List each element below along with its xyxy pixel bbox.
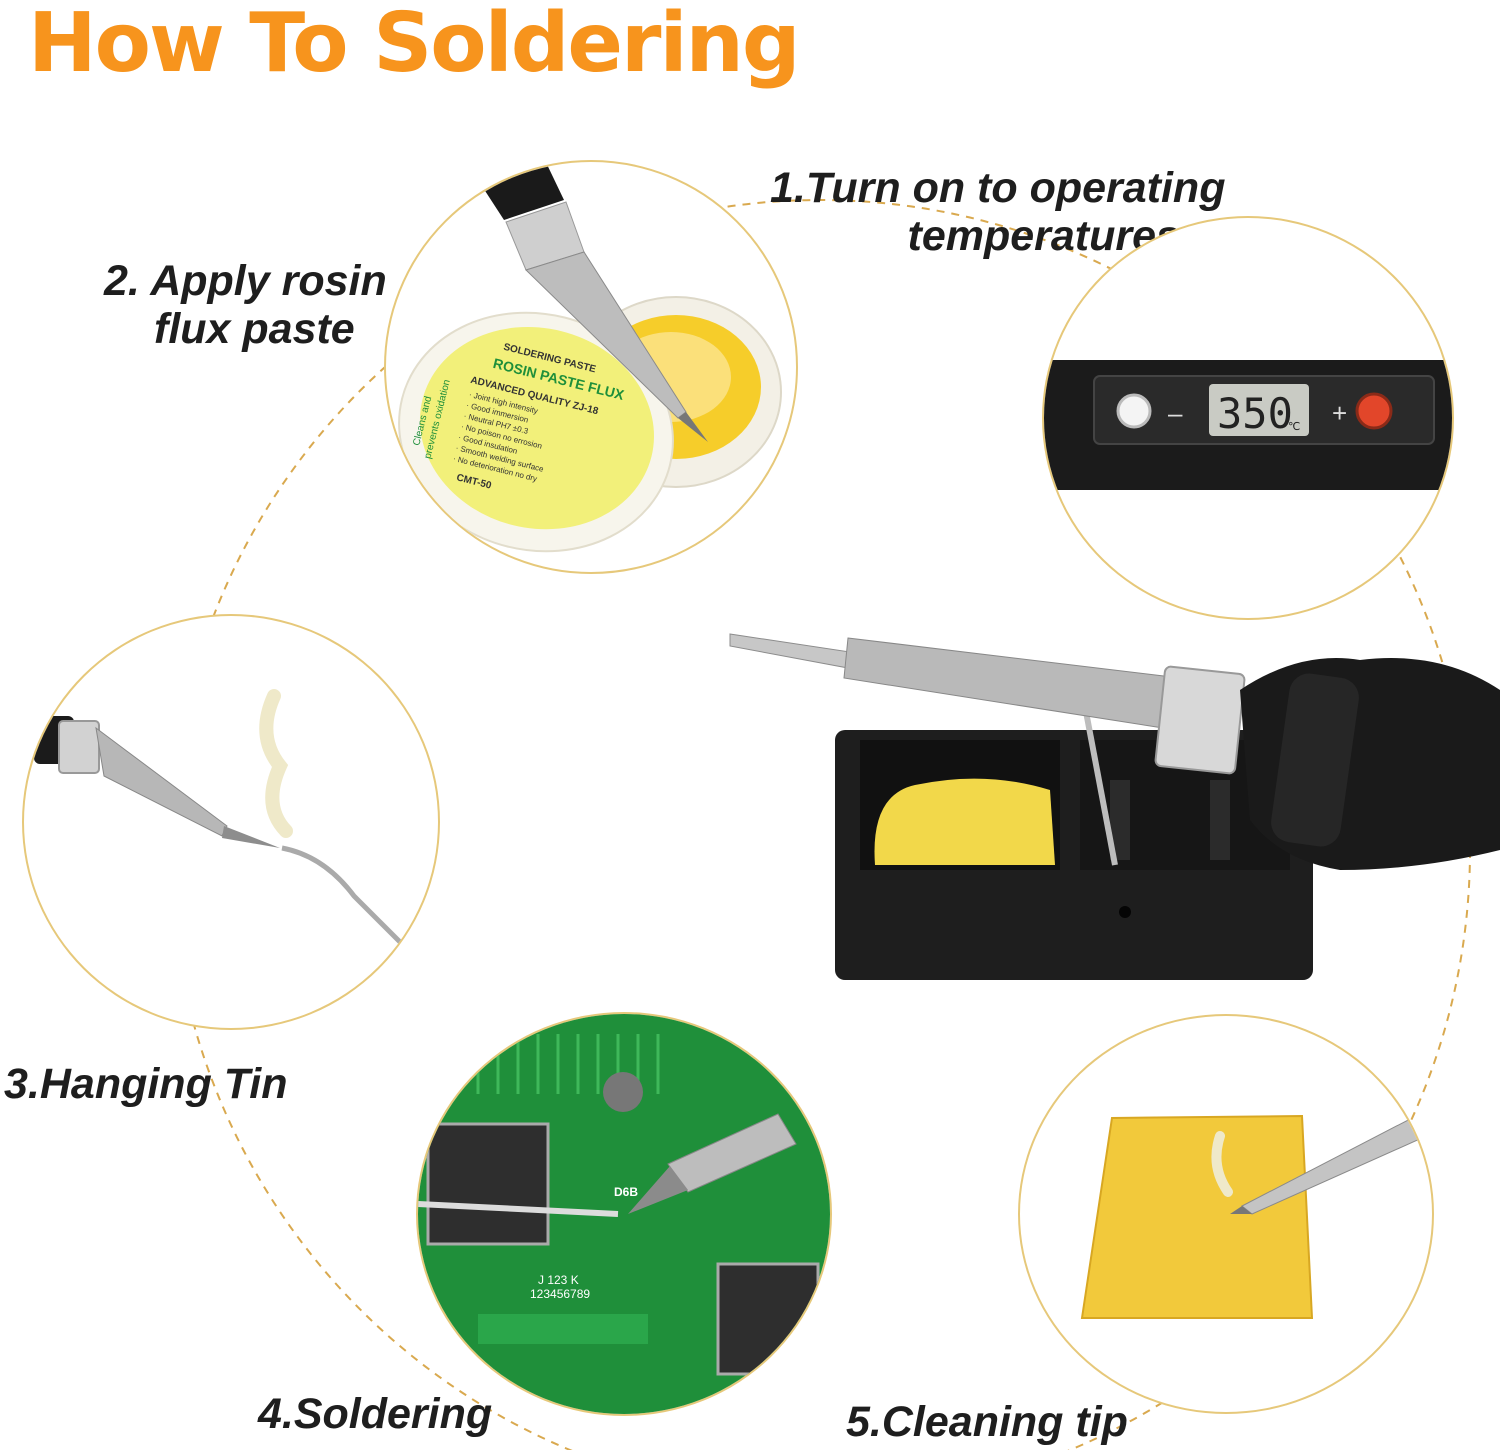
step-3-label: 3.Hanging Tin [4,1060,288,1108]
flux-paste-illustration: SOLDERING PASTE ROSIN PASTE FLUX ADVANCE… [384,160,798,574]
pcb-silkscreen-1: J 123 K [538,1273,579,1287]
cleaning-tip-illustration [1018,1014,1434,1414]
display-minus-sign: – [1168,398,1183,428]
pcb-soldering-illustration: D6B J 123 K 123456789 [416,1012,832,1416]
temperature-display-illustration: – 350 ℃ + [1042,216,1454,620]
step-4-label: 4.Soldering [258,1390,493,1438]
step-2-label-line-2: flux paste [154,305,355,353]
display-temperature-value: 350 [1217,389,1293,438]
display-unit: ℃ [1288,421,1300,433]
hanging-tin-illustration [22,614,440,1030]
step-2-label-line-1: 2. Apply rosin [104,257,387,305]
pcb-silkscreen-2: 123456789 [530,1287,590,1301]
soldering-iron-and-stand [729,633,1500,980]
display-plus-sign: + [1332,398,1347,428]
step-2-label: 2. Apply rosin flux paste [104,257,387,353]
step-1-label-line-1: 1.Turn on to operating [770,164,1226,212]
step-5-label: 5.Cleaning tip [846,1398,1128,1446]
page-title: How To Soldering [28,0,801,91]
pcb-chip-label: D6B [614,1185,638,1199]
